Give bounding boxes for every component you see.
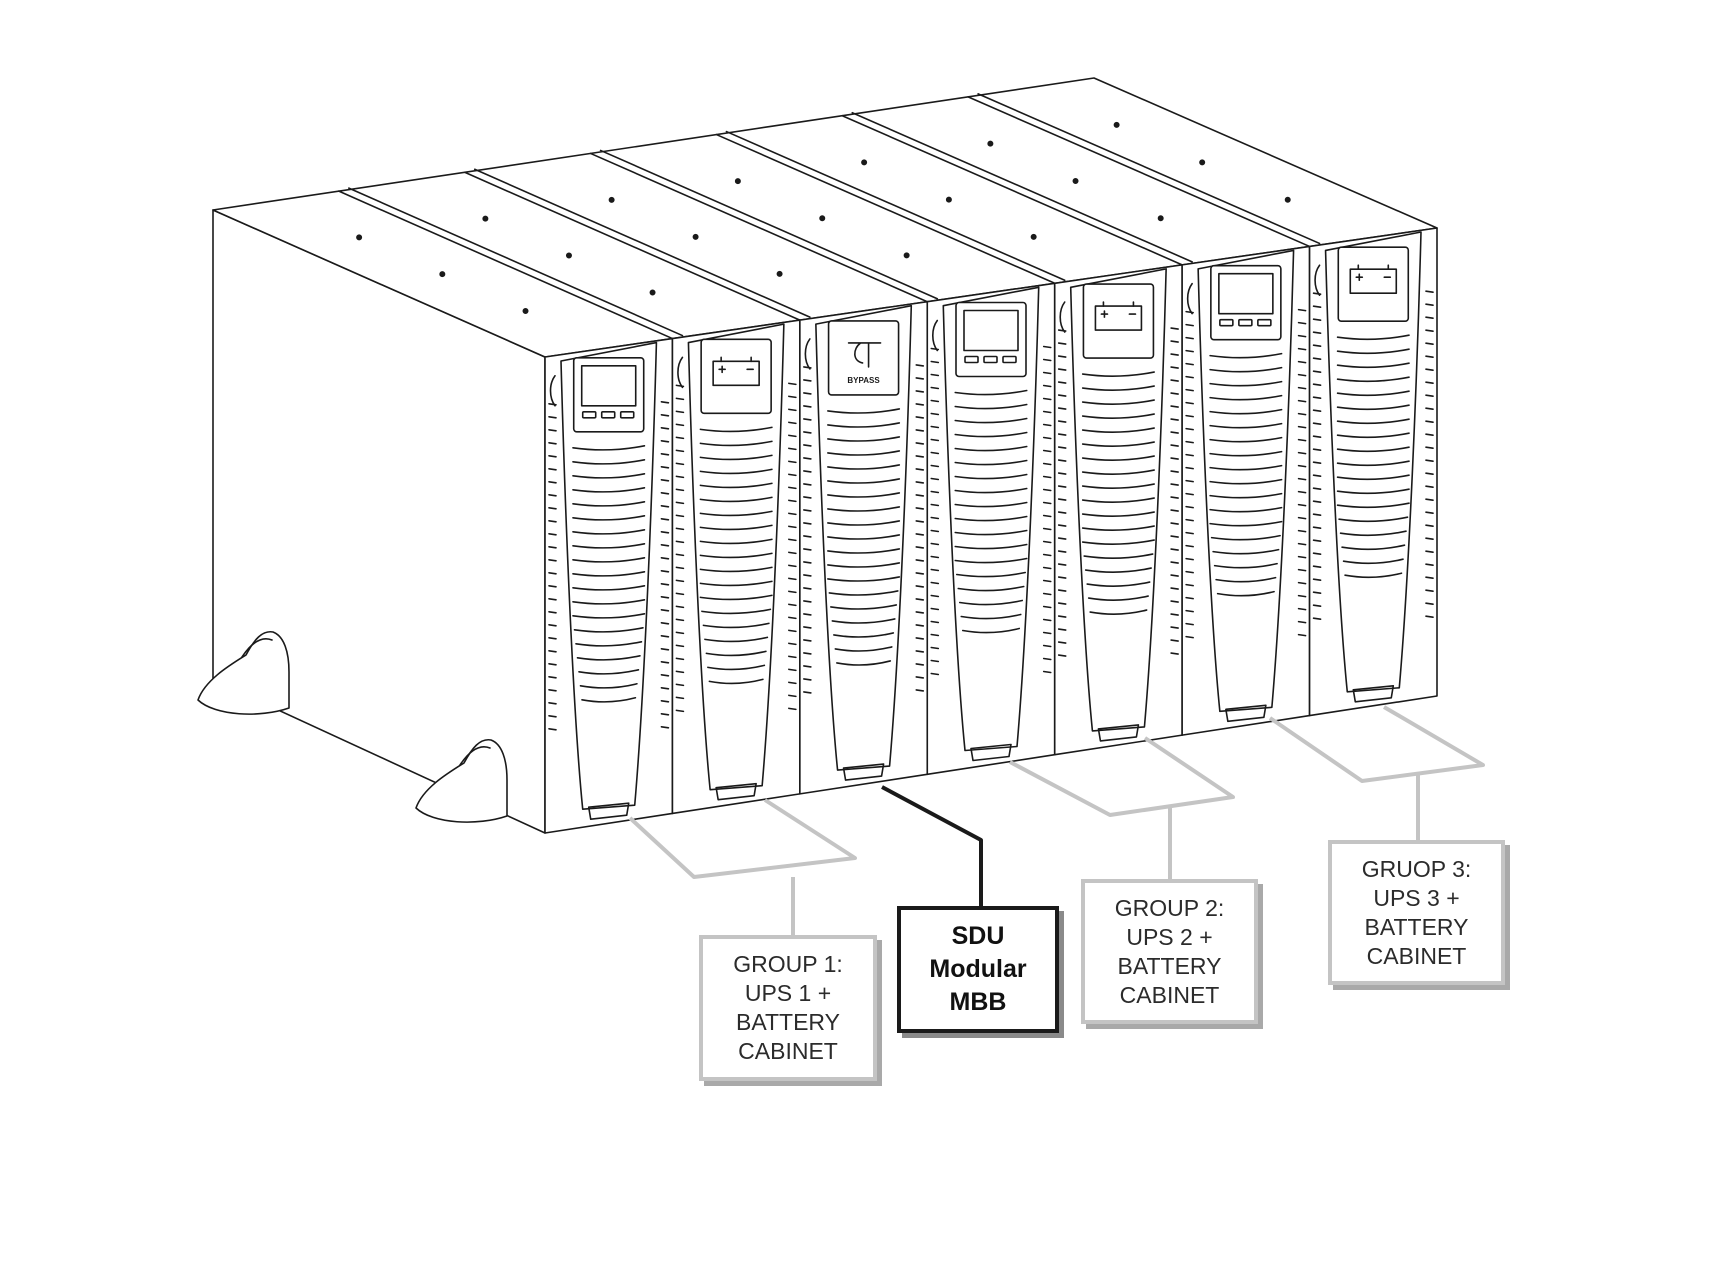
screw-dot	[356, 234, 363, 241]
group-3-bracket	[1268, 705, 1485, 783]
ups-module-panel	[1053, 264, 1183, 756]
handle-slot	[549, 374, 556, 407]
top-seam-inner	[473, 168, 811, 318]
screw-dot	[903, 252, 910, 259]
vent-grille	[930, 345, 1052, 676]
screw-dot	[861, 159, 868, 166]
battery-display-icon	[1082, 283, 1155, 359]
screw-dot	[522, 307, 529, 314]
screw-dot	[565, 252, 572, 259]
ups-module-panel	[926, 282, 1056, 776]
sdu-connector	[881, 785, 983, 906]
group-3-label: GRUOP 3: UPS 3 + BATTERY CABINET	[1361, 855, 1472, 969]
handle-slot	[1186, 282, 1193, 315]
vent-grille	[548, 400, 670, 731]
top-seam-inner	[977, 93, 1321, 245]
screw-dot	[776, 270, 783, 277]
top-seam-inner	[599, 149, 939, 300]
support-foot-front	[415, 738, 508, 823]
screw-dot	[439, 271, 446, 278]
handle-slot	[677, 356, 684, 389]
screw-dot	[1072, 177, 1079, 184]
top-seam	[967, 96, 1311, 248]
ups-module-panel	[1181, 245, 1311, 736]
screw-dot	[482, 215, 489, 222]
screw-dot	[819, 215, 826, 222]
screw-dot	[734, 178, 741, 185]
vent-grille	[1057, 327, 1179, 657]
screw-dot	[608, 196, 615, 203]
top-seam	[338, 190, 674, 340]
screw-dot	[1284, 196, 1291, 203]
top-seam-inner	[348, 187, 684, 337]
bypass-display-icon: BYPASS	[827, 320, 900, 396]
screw-dot	[649, 289, 656, 296]
top-seam-inner	[851, 111, 1193, 263]
ups-module-panel	[671, 319, 801, 815]
vent-grille	[1185, 308, 1307, 639]
screw-dot	[1113, 121, 1120, 128]
screw-dot	[1157, 215, 1164, 222]
top-seam	[589, 152, 929, 303]
screw-dot	[1199, 159, 1206, 166]
handle-slot	[1059, 301, 1066, 333]
screw-dot	[692, 233, 699, 240]
lcd-display-icon	[955, 301, 1027, 378]
handle-slot	[804, 338, 811, 370]
screw-dot	[987, 140, 994, 147]
battery-display-icon	[1337, 246, 1410, 323]
handle-slot	[1314, 264, 1321, 297]
top-seam	[463, 171, 801, 321]
lcd-display-icon	[1210, 264, 1282, 341]
vent-grille	[675, 382, 797, 713]
support-foot-rear	[197, 630, 290, 715]
ups-module-panel: BYPASS	[799, 300, 929, 795]
lcd-display-icon	[572, 356, 645, 433]
screw-dot	[1030, 233, 1037, 240]
group-1-bracket	[628, 798, 857, 879]
group-1-label: GROUP 1: UPS 1 + BATTERY CABINET	[733, 951, 843, 1064]
vent-grille	[803, 364, 925, 694]
handle-slot	[931, 319, 939, 352]
battery-display-icon	[700, 338, 772, 415]
top-seam-inner	[725, 130, 1066, 282]
group-2-label: GROUP 2: UPS 2 + BATTERY CABINET	[1114, 894, 1225, 1008]
bypass-label: BYPASS	[847, 376, 880, 385]
top-seam	[841, 114, 1183, 266]
sdu-modular-mbb-callout: SDU Modular MBB	[897, 906, 1059, 1033]
group-3-callout: GRUOP 3: UPS 3 + BATTERY CABINET	[1328, 840, 1505, 985]
ups-module-panel	[544, 337, 674, 834]
screw-dot	[945, 196, 952, 203]
top-seam	[715, 133, 1056, 285]
group-2-callout: GROUP 2: UPS 2 + BATTERY CABINET	[1081, 879, 1258, 1024]
vent-grille	[1312, 290, 1434, 621]
ups-module-panel	[1308, 227, 1438, 717]
group-1-callout: GROUP 1: UPS 1 + BATTERY CABINET	[699, 935, 877, 1081]
sdu-label: SDU Modular MBB	[929, 922, 1027, 1016]
